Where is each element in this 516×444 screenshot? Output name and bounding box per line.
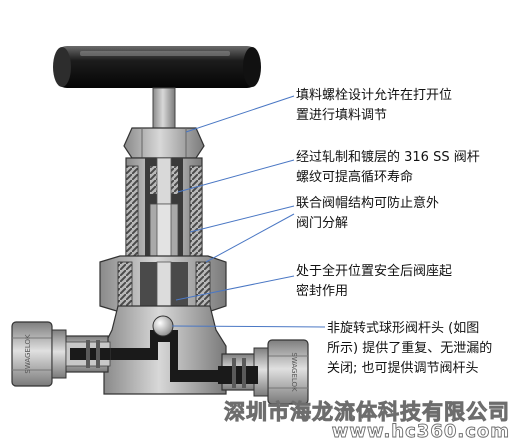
watermark-company: 深圳市海龙流体科技有限公司 [224, 400, 510, 425]
callout-backseat: 处于全开位置安全后阀座起 密封作用 [296, 264, 453, 299]
leader-line-backseat [175, 275, 295, 301]
leader-line-stem-thread [177, 159, 295, 193]
packing-bolt [123, 127, 205, 159]
leader-line-ball-tip [171, 325, 326, 328]
leader-lines [171, 95, 326, 328]
left-tube-fitting [11, 321, 111, 387]
right-fitting-mark: SWAGELOK [290, 352, 298, 392]
left-fitting-mark: SWAGELOK [24, 334, 32, 374]
right-tube-fitting [218, 339, 309, 405]
callout-packing-bolt: 填料螺栓设计允许在打开位 置进行填料调节 [296, 88, 453, 123]
leader-line-bonnet-nut [205, 213, 295, 263]
bonnet-nut [99, 255, 227, 313]
leader-line-bonnet [189, 205, 295, 233]
leader-line-packing-bolt [185, 95, 295, 133]
t-handle [53, 46, 261, 88]
watermark-url: www.hc360.com [331, 421, 510, 443]
callout-stem-thread: 经过轧制和镀层的 316 SS 阀杆 螺纹可提高循环寿命 [296, 150, 480, 185]
callout-ball-tip: 非旋转式球形阀杆头 (如图 所示) 提供了重复、无泄漏的 关闭; 也可提供调节阀… [327, 321, 493, 376]
callout-bonnet: 联合阀帽结构可防止意外 阀门分解 [296, 196, 440, 231]
